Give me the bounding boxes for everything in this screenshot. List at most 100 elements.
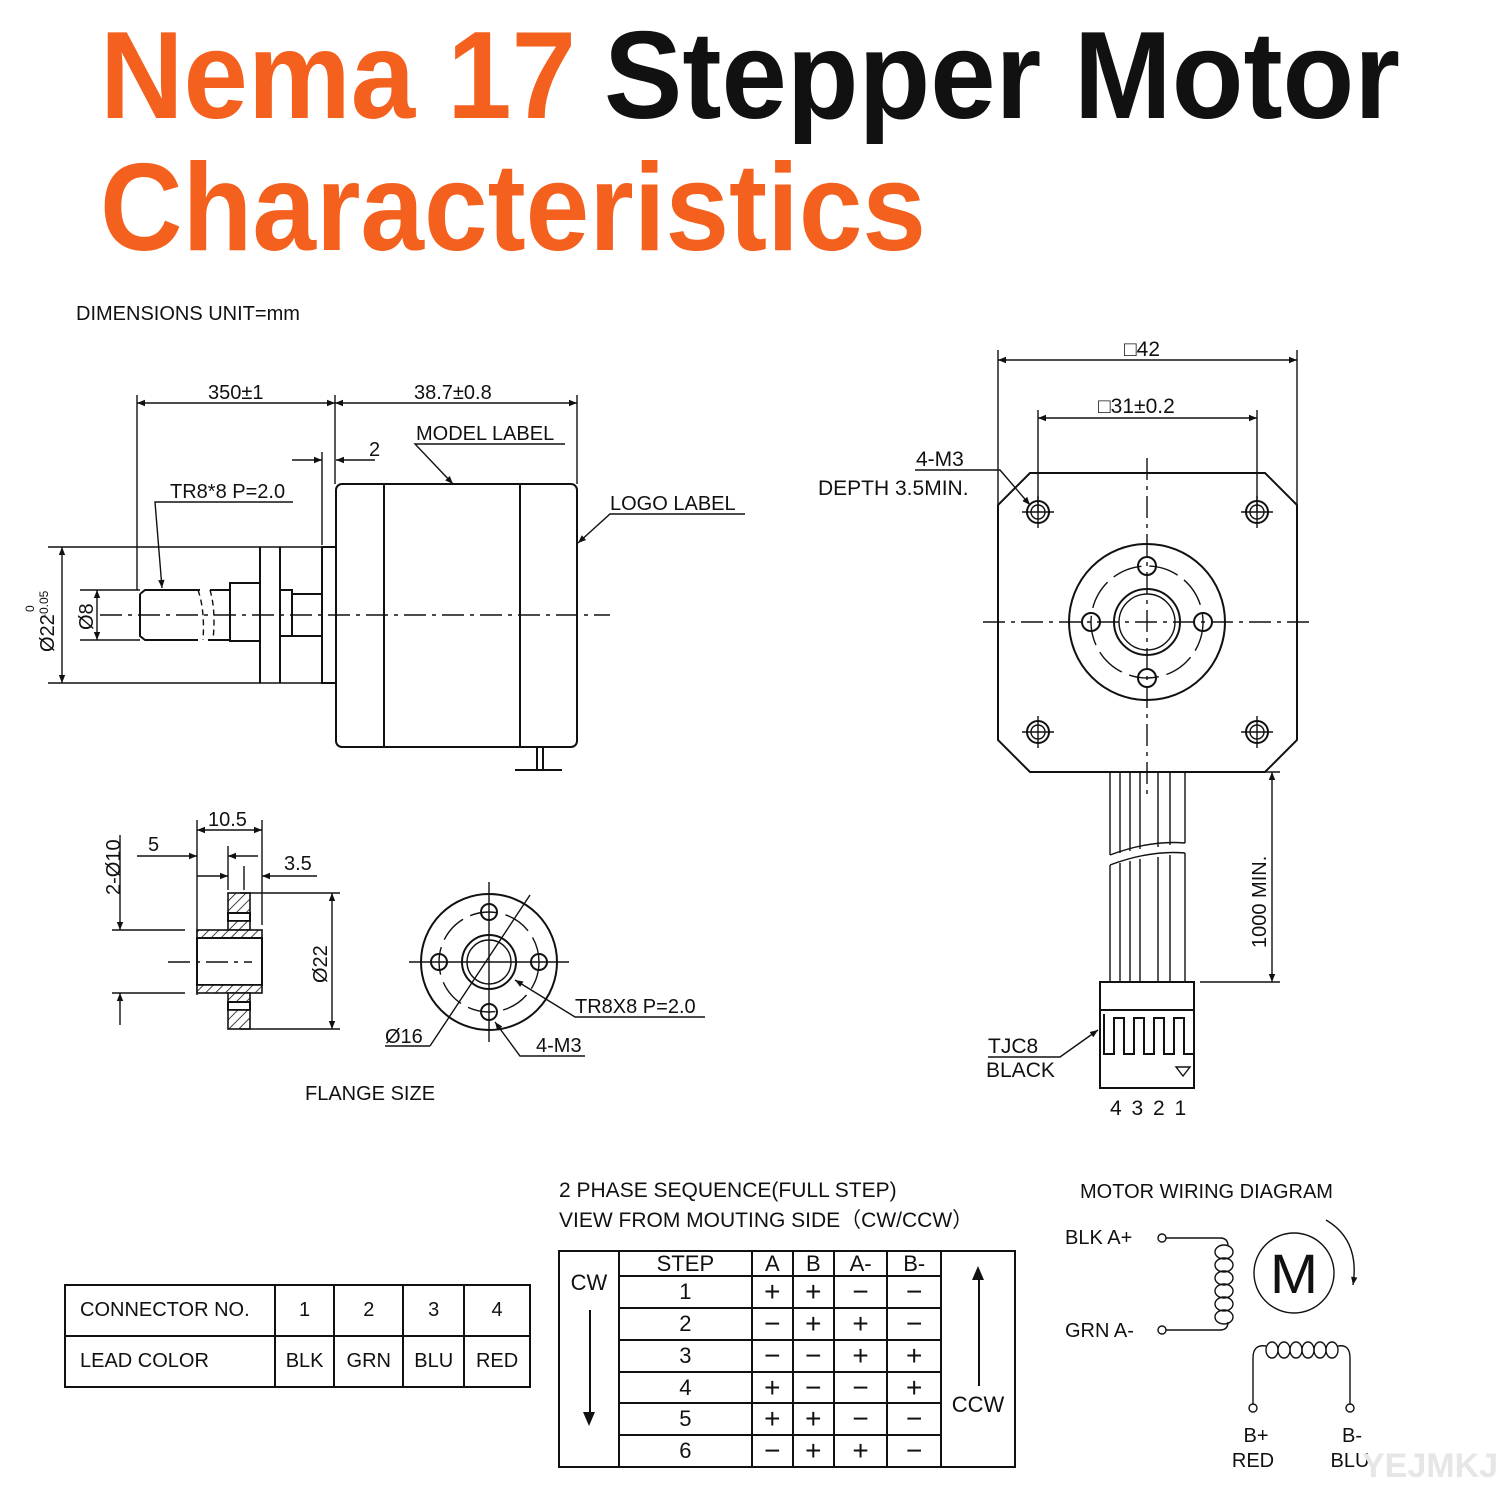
boss-diameter-dim: Ø22 0 -0.05 — [23, 590, 59, 652]
connector-no-cell: 1 — [273, 1284, 336, 1337]
mount-depth-callout: DEPTH 3.5MIN. — [818, 477, 969, 500]
phase-polarity-cell: − — [750, 1434, 794, 1468]
connector-no-header: CONNECTOR NO. — [64, 1284, 276, 1337]
phase-polarity-cell: + — [832, 1434, 889, 1468]
phase-polarity-cell: + — [750, 1370, 794, 1405]
title-stepper-motor: Stepper Motor — [604, 7, 1400, 145]
ccw-arrowhead-icon — [972, 1266, 984, 1280]
wiring-b-minus-color: BLU — [1331, 1450, 1370, 1472]
coil-a-icon — [1214, 1244, 1234, 1325]
logo-label-callout: LOGO LABEL — [610, 493, 736, 515]
phase-polarity-cell: + — [750, 1275, 794, 1310]
phase-polarity-cell: − — [791, 1338, 835, 1373]
phase-header-cell: A- — [832, 1249, 889, 1278]
connector-pin-numbers: 4 3 2 1 — [1110, 1097, 1188, 1120]
phase-polarity-cell: − — [886, 1402, 942, 1437]
phase-polarity-cell: − — [832, 1370, 889, 1405]
connector-no-cell: 3 — [402, 1284, 466, 1337]
phase-header-cell: A — [750, 1249, 794, 1278]
frame-size-dim: □42 — [1124, 338, 1160, 361]
motor-symbol-icon — [1253, 1232, 1335, 1314]
phase-header-cell: B- — [886, 1249, 942, 1278]
phase-polarity-cell: − — [750, 1307, 794, 1341]
phase-header-row: CW STEP A B A- B- CCW — [558, 1249, 1016, 1468]
mount-holes-callout: 4-M3 — [916, 448, 964, 471]
wiring-b-plus-label: B+ — [1243, 1425, 1268, 1447]
phase-polarity-cell: + — [791, 1307, 835, 1341]
phase-polarity-cell: − — [886, 1307, 942, 1341]
connector-no-cell: 2 — [333, 1284, 405, 1337]
phase-step-row: 4+−−+ — [559, 1370, 1015, 1405]
ccw-arrow-icon — [978, 1278, 980, 1386]
phase-polarity-cell: + — [791, 1434, 835, 1468]
phase-polarity-cell: + — [832, 1338, 889, 1373]
phase-step-number: 6 — [618, 1434, 753, 1468]
flange-outer-diameter-dim: Ø22 — [310, 945, 332, 983]
ccw-column: CCW — [940, 1250, 1016, 1468]
cable-length-dim: 1000 MIN. — [1249, 856, 1271, 948]
wiring-b-plus-color: RED — [1232, 1450, 1274, 1472]
wiring-a-minus-label: GRN A- — [1065, 1320, 1134, 1342]
lead-color-cell: GRN — [333, 1335, 405, 1388]
connector-type-label: TJC8 — [988, 1035, 1038, 1058]
phase-step-number: 4 — [618, 1370, 753, 1405]
screw-length-dim: 350±1 — [208, 382, 263, 404]
wiring-a-plus-label: BLK A+ — [1065, 1227, 1132, 1249]
phase-step-row: 3−−++ — [559, 1338, 1015, 1373]
phase-polarity-cell: − — [791, 1370, 835, 1405]
phase-table-body: CW STEP A B A- B- CCW 1++−−2−++−3−−++4+−… — [558, 1249, 1016, 1468]
phase-step-row: 1++−− — [559, 1275, 1015, 1310]
lead-color-cell: RED — [463, 1335, 531, 1388]
title-characteristics: Characteristics — [100, 139, 926, 277]
ccw-label: CCW — [951, 1392, 1005, 1417]
motor-symbol-letter: M — [1270, 1242, 1318, 1305]
cw-arrow-icon — [589, 1310, 591, 1418]
screw-diameter-dim: Ø8 — [76, 603, 98, 630]
lead-color-header: LEAD COLOR — [64, 1335, 276, 1388]
phase-polarity-cell: − — [832, 1402, 889, 1437]
phase-polarity-cell: + — [791, 1402, 835, 1437]
flange-section-drawing — [112, 820, 340, 1030]
connector-no-cell: 4 — [463, 1284, 531, 1337]
cw-column: CW — [558, 1250, 620, 1468]
lead-color-cell: BLK — [273, 1335, 336, 1388]
flange-thickness-dim: 3.5 — [284, 853, 312, 875]
watermark-logo: YEJMKJ — [1362, 1447, 1498, 1485]
lead-color-row: LEAD COLOR BLK GRN BLU RED — [64, 1335, 531, 1388]
model-label-callout: MODEL LABEL — [416, 423, 554, 445]
boss-diameter-value: Ø22 — [37, 614, 59, 652]
phase-polarity-cell: − — [886, 1275, 942, 1310]
phase-step-number: 1 — [618, 1275, 753, 1310]
flange-front-drawing — [385, 882, 705, 1057]
phase-header-cell: B — [791, 1249, 835, 1278]
phase-step-number: 2 — [618, 1307, 753, 1341]
phase-polarity-cell: + — [886, 1338, 942, 1373]
connector-number-row: CONNECTOR NO. 1 2 3 4 — [64, 1284, 531, 1337]
flange-size-caption: FLANGE SIZE — [305, 1083, 435, 1105]
wiring-b-minus-label: B- — [1342, 1425, 1362, 1447]
wiring-diagram — [1157, 1219, 1358, 1413]
cw-label: CW — [570, 1270, 608, 1295]
connector-color-label: BLACK — [986, 1059, 1055, 1082]
phase-step-row: 2−++− — [559, 1307, 1015, 1341]
coil-b-icon — [1265, 1341, 1339, 1359]
phase-header-cell: STEP — [618, 1249, 753, 1278]
phase-polarity-cell: + — [791, 1275, 835, 1310]
flange-bolt-circle-dim: Ø16 — [385, 1026, 423, 1048]
boss-thickness-dim: 2 — [369, 439, 380, 461]
phase-title-line1: 2 PHASE SEQUENCE(FULL STEP) — [559, 1179, 897, 1202]
phase-sequence-table: CW STEP A B A- B- CCW 1++−−2−++−3−−++4+−… — [558, 1249, 1016, 1468]
phase-polarity-cell: − — [886, 1434, 942, 1468]
phase-step-row: 6−++− — [559, 1434, 1015, 1468]
rotation-arrow-icon — [1325, 1219, 1358, 1286]
flange-hub-diameter-dim: 2-Ø10 — [103, 839, 125, 895]
hole-spacing-dim: □31±0.2 — [1098, 395, 1175, 418]
boss-tol-lower: -0.05 — [37, 590, 51, 618]
side-view-drawing — [48, 395, 745, 771]
connector-table: CONNECTOR NO. 1 2 3 4 LEAD COLOR BLK GRN… — [64, 1284, 531, 1388]
phase-polarity-cell: − — [750, 1338, 794, 1373]
dimensions-unit-label: DIMENSIONS UNIT=mm — [76, 303, 300, 325]
wiring-title: MOTOR WIRING DIAGRAM — [1080, 1181, 1333, 1203]
mount-holes — [1022, 496, 1273, 748]
